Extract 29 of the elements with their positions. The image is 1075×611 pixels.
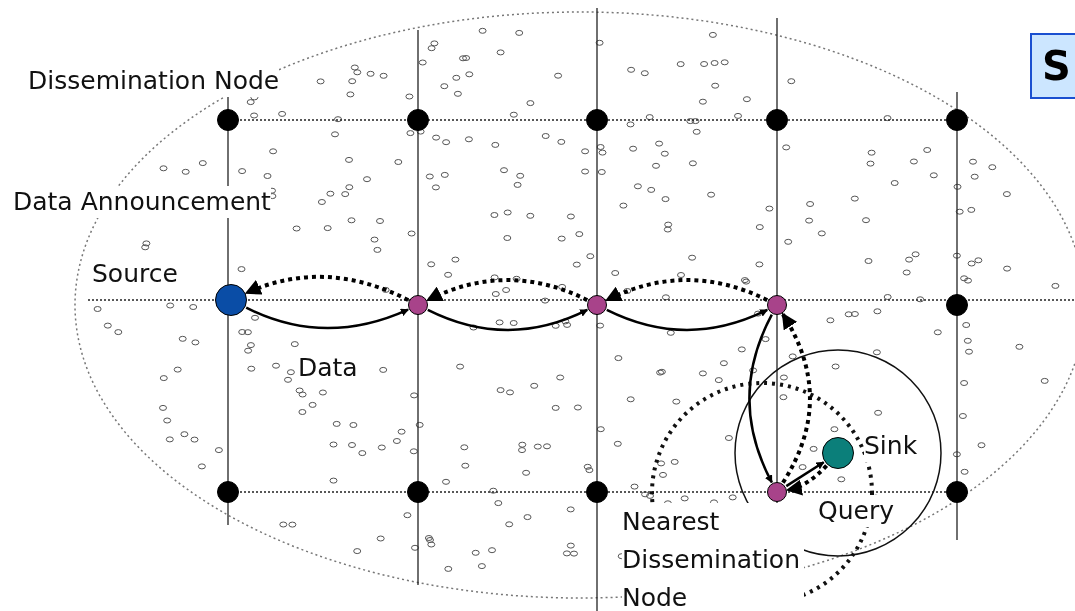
edge-label: Query [818, 495, 894, 527]
sensor-node-dot [767, 482, 787, 502]
sensor-node-dot [946, 294, 968, 316]
sensor-node-dot [217, 109, 239, 131]
sensor-node-dot [767, 295, 787, 315]
sensor-node-dot [217, 481, 239, 503]
sensor-node-dot [407, 109, 429, 131]
arrow [785, 464, 829, 495]
sensor-node-dot [766, 109, 788, 131]
sensor-node-dot [407, 481, 429, 503]
sensor-node-dot [822, 437, 854, 469]
arrow [244, 274, 410, 302]
sensor-node-dot [586, 481, 608, 503]
sensor-node-dot [408, 295, 428, 315]
arrow [781, 312, 812, 484]
title-box: S [1030, 33, 1075, 99]
arrow [605, 278, 769, 302]
arrow [426, 278, 589, 302]
sensor-node-dot [946, 481, 968, 503]
sensor-node-dot [946, 109, 968, 131]
arrow [427, 308, 589, 332]
arrow [245, 306, 409, 330]
sensor-node-dot [587, 295, 607, 315]
arrow [785, 461, 825, 488]
arrow [748, 314, 773, 484]
sensor-node-dot [586, 109, 608, 131]
text-label: Data Announcement [13, 186, 271, 218]
arrow [606, 308, 769, 332]
sensor-node-dot [215, 284, 247, 316]
